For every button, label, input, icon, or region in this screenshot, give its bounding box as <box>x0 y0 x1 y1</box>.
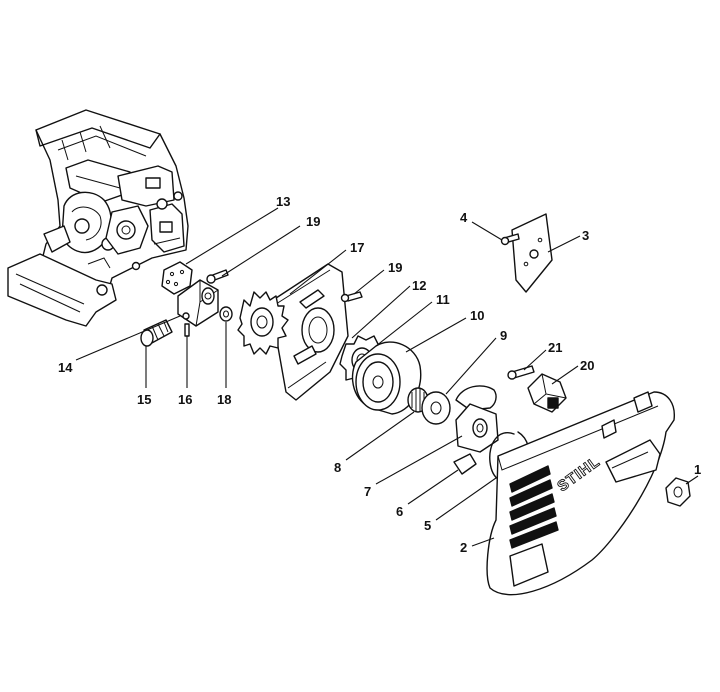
leader-4 <box>471 221 503 241</box>
leader-11 <box>375 301 433 347</box>
callout-6: 6 <box>396 504 403 519</box>
leader-20 <box>551 365 579 385</box>
callout-19-lower: 19 <box>388 260 402 275</box>
callout-19-upper: 19 <box>306 214 320 229</box>
callout-3: 3 <box>582 228 589 243</box>
callout-4: 4 <box>460 210 468 225</box>
leader-3 <box>547 235 581 253</box>
part-9-washer <box>421 391 451 425</box>
callout-12: 12 <box>412 278 426 293</box>
callout-15: 15 <box>137 392 151 407</box>
leader-13 <box>185 207 279 265</box>
part-2-sprocket-cover <box>486 391 675 596</box>
leader-1 <box>685 475 699 485</box>
callout-16: 16 <box>178 392 192 407</box>
leader-21 <box>523 349 547 371</box>
leader-12 <box>351 285 411 339</box>
part-19-screw-a <box>206 269 229 284</box>
callout-1: 1 <box>694 462 701 477</box>
leader-7 <box>375 435 463 485</box>
part-3-plate <box>511 213 553 293</box>
callout-10: 10 <box>470 308 484 323</box>
leader-8 <box>345 411 415 461</box>
callout-13: 13 <box>276 194 290 209</box>
callout-9: 9 <box>500 328 507 343</box>
callout-21: 21 <box>548 340 562 355</box>
callout-8: 8 <box>334 460 341 475</box>
part-18-washer <box>219 306 233 322</box>
leader-9 <box>445 337 497 395</box>
part-14-pump-body <box>177 279 219 327</box>
part-15-worm <box>140 319 173 347</box>
leader-19a <box>221 225 301 277</box>
leader-6 <box>407 469 459 505</box>
callout-7: 7 <box>364 484 371 499</box>
part-1-nut <box>665 477 691 507</box>
callout-17: 17 <box>350 240 364 255</box>
leader-lines <box>75 207 699 547</box>
part-16-pin <box>184 323 190 337</box>
part-4-screw <box>500 233 520 246</box>
callout-5: 5 <box>424 518 431 533</box>
callout-14: 14 <box>58 360 73 375</box>
part-11-clutch-drum <box>351 341 422 415</box>
part-7-tensioner <box>455 385 499 453</box>
leader-5 <box>435 477 497 521</box>
part-13-plate <box>161 261 193 295</box>
part-21-screw <box>507 365 535 380</box>
part-17-chain-plate <box>237 263 349 401</box>
leader-10 <box>405 317 467 353</box>
leader-2 <box>471 537 495 547</box>
leader-19b <box>353 269 385 295</box>
leader-14 <box>75 315 181 361</box>
part-6-chain-catcher <box>453 453 477 475</box>
callout-20: 20 <box>580 358 594 373</box>
callout-11: 11 <box>436 292 450 307</box>
callout-18: 18 <box>217 392 231 407</box>
engine-housing <box>7 109 189 327</box>
leader-17 <box>289 249 347 295</box>
part-20-nut <box>527 373 567 413</box>
callout-labels: 13 19 17 19 12 11 10 9 21 20 4 3 14 15 1… <box>58 194 701 555</box>
callout-2: 2 <box>460 540 467 555</box>
